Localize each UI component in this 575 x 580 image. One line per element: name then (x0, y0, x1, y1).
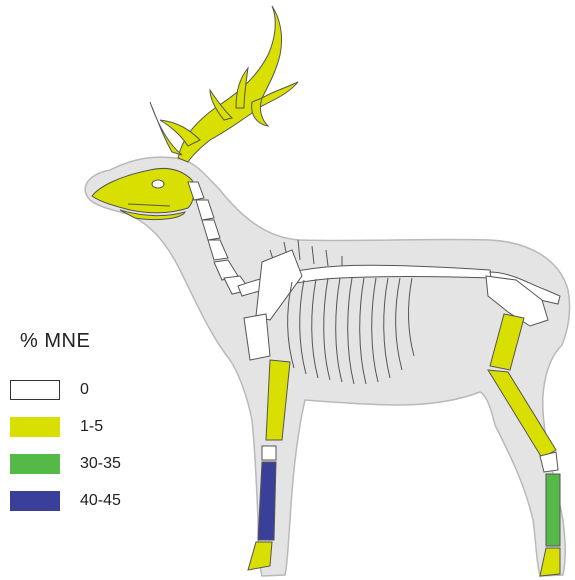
legend-swatch-thirty-to-thirty-five (10, 454, 60, 474)
metatarsal (546, 474, 560, 546)
legend-label-one-to-five: 1-5 (80, 418, 103, 436)
legend-item-thirty-to-thirty-five: 30-35 (10, 445, 178, 482)
legend-swatch-forty-to-forty-five (10, 491, 60, 511)
legend-label-zero: 0 (80, 381, 89, 399)
legend-swatch-one-to-five (10, 417, 60, 437)
legend-item-zero: 0 (10, 371, 178, 408)
antlers (150, 6, 298, 162)
legend-label-forty-to-forty-five: 40-45 (80, 492, 121, 510)
legend-label-thirty-to-thirty-five: 30-35 (80, 455, 121, 473)
legend-item-one-to-five: 1-5 (10, 408, 178, 445)
legend-title: % MNE (20, 330, 178, 353)
legend-item-forty-to-forty-five: 40-45 (10, 482, 178, 519)
legend: % MNE 0 1-5 30-35 40-45 (8, 330, 178, 519)
carpals (262, 446, 276, 460)
legend-swatch-zero (10, 380, 60, 400)
fore-phalanges (248, 542, 272, 570)
